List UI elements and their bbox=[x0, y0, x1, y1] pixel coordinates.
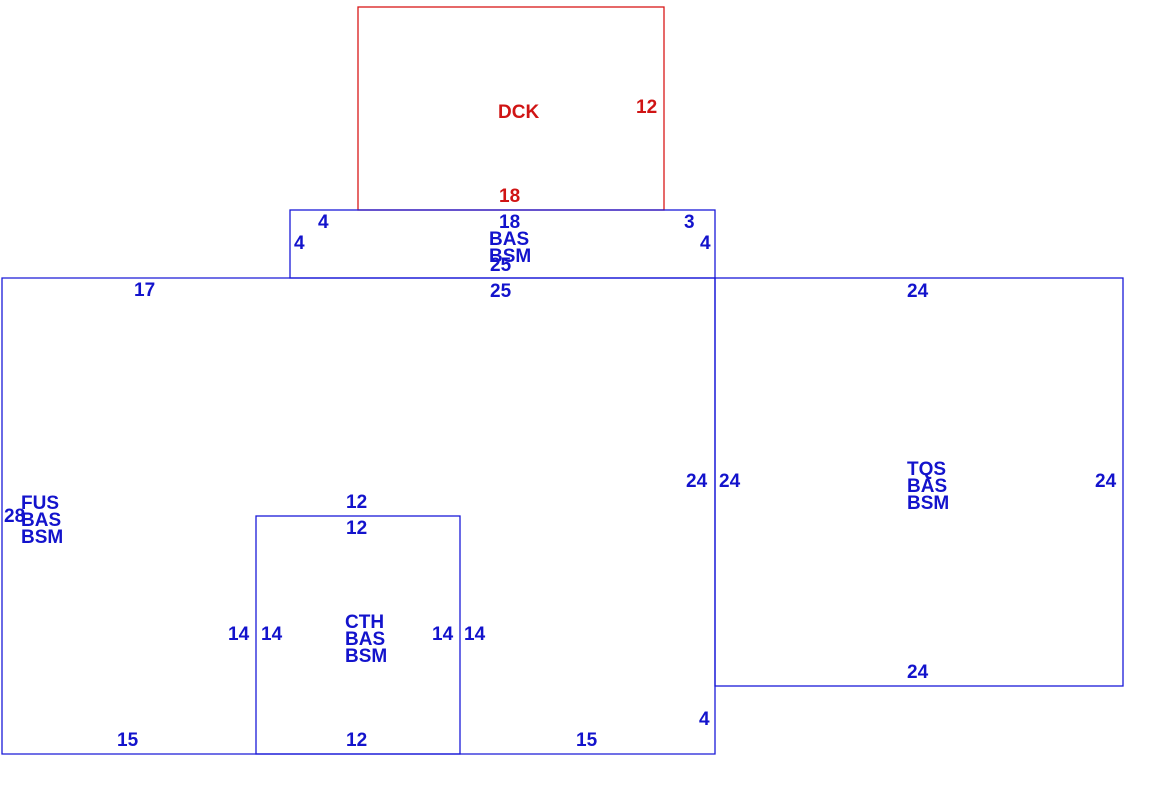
inner-room-code-2: BAS bbox=[345, 629, 385, 650]
inner-room-dim-inner-top: 12 bbox=[346, 518, 367, 539]
deck-code: DCK bbox=[498, 102, 539, 123]
top-bump-dim-left-side: 4 bbox=[294, 233, 305, 254]
deck-dim-right: 12 bbox=[636, 97, 657, 118]
inner-room-code-3: BSM bbox=[345, 646, 387, 667]
right-wing-dim-right: 24 bbox=[1095, 471, 1117, 492]
main-dim-bottom-right: 15 bbox=[576, 730, 598, 751]
main-code-1: FUS bbox=[21, 493, 59, 514]
top-bump-dim-bottom: 25 bbox=[490, 255, 512, 276]
inner-room-area: 12 12 14 14 14 14 12 CTH BAS BSM bbox=[228, 492, 486, 755]
inner-room-dim-outer-top: 12 bbox=[346, 492, 367, 513]
main-outline bbox=[1, 277, 716, 755]
inner-room-code-1: CTH bbox=[345, 612, 384, 633]
inner-room-dim-outer-left: 14 bbox=[228, 624, 250, 645]
right-wing-dim-left: 24 bbox=[719, 471, 741, 492]
main-dim-left: 28 bbox=[4, 506, 25, 527]
right-wing-code-2: BAS bbox=[907, 476, 947, 497]
top-bump-dim-right-top: 3 bbox=[684, 212, 695, 233]
main-dim-top-left: 17 bbox=[134, 280, 155, 301]
right-wing-code-1: TQS bbox=[907, 459, 946, 480]
main-dim-right: 24 bbox=[686, 471, 708, 492]
top-bump-code-2: BSM bbox=[489, 246, 531, 267]
main-code-3: BSM bbox=[21, 527, 63, 548]
top-bump-dim-top: 18 bbox=[499, 212, 520, 233]
inner-room-dim-inner-right: 14 bbox=[432, 624, 454, 645]
deck-area: DCK 12 18 bbox=[357, 6, 665, 211]
inner-room-dim-inner-left: 14 bbox=[261, 624, 283, 645]
right-wing-outline bbox=[714, 277, 1124, 687]
top-bump-area: 4 18 3 4 4 25 BAS BSM bbox=[289, 209, 716, 279]
top-bump-code-1: BAS bbox=[489, 229, 529, 250]
top-bump-dim-left-top: 4 bbox=[318, 212, 329, 233]
main-dim-bottom-left: 15 bbox=[117, 730, 139, 751]
inner-room-outline bbox=[255, 515, 461, 755]
top-bump-dim-right-side: 4 bbox=[700, 233, 711, 254]
right-wing-code-3: BSM bbox=[907, 493, 949, 514]
main-area: 17 25 24 28 15 15 4 FUS BAS BSM bbox=[1, 277, 716, 755]
main-dim-corner: 4 bbox=[699, 709, 710, 730]
inner-room-dim-outer-right: 14 bbox=[464, 624, 486, 645]
deck-dim-bottom: 18 bbox=[499, 186, 520, 207]
right-wing-dim-top: 24 bbox=[907, 281, 929, 302]
main-dim-top: 25 bbox=[490, 281, 512, 302]
main-code-2: BAS bbox=[21, 510, 61, 531]
right-wing-dim-bottom: 24 bbox=[907, 662, 929, 683]
right-wing-area: 24 24 24 24 TQS BAS BSM bbox=[714, 277, 1124, 687]
inner-room-dim-bottom: 12 bbox=[346, 730, 367, 751]
